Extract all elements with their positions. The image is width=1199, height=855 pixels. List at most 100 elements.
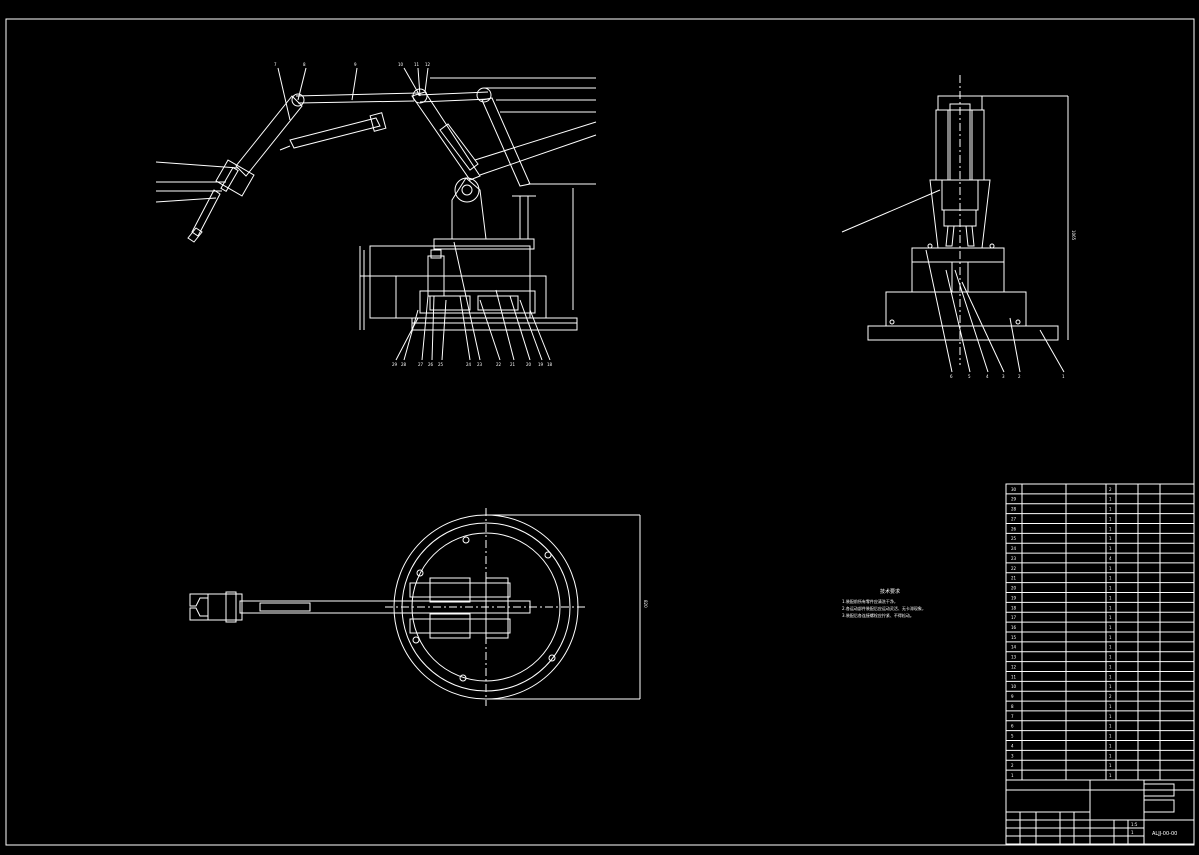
parts-list-item-qty: 1 <box>1109 734 1112 739</box>
parts-list-item-number: 19 <box>1011 595 1017 600</box>
balloon-29: 29 <box>392 362 398 367</box>
parts-list-item-qty: 1 <box>1109 773 1112 778</box>
parts-list-item-number: 28 <box>1011 507 1017 512</box>
parts-list-item-qty: 4 <box>1109 556 1112 561</box>
parts-list-item-number: 6 <box>1011 724 1014 729</box>
parts-list-item-qty: 1 <box>1109 763 1112 768</box>
balloon-4: 4 <box>986 374 989 379</box>
parts-list-item-number: 14 <box>1011 645 1017 650</box>
parts-list-item-qty: 1 <box>1109 566 1112 571</box>
balloon-20: 20 <box>526 362 532 367</box>
front-view: 1065 6 5 4 3 2 1 <box>841 75 1076 379</box>
parts-list-item-qty: 1 <box>1109 714 1112 719</box>
notes-line-3: 3.装配后各连接螺栓应拧紧、不得松动。 <box>842 612 914 618</box>
front-view-balloons: 6 5 4 3 2 1 <box>950 374 1065 379</box>
parts-list-item-qty: 1 <box>1109 704 1112 709</box>
parts-list-item-number: 9 <box>1011 694 1014 699</box>
parts-list-item-qty: 1 <box>1109 615 1112 620</box>
title-block: ALJJ-00-00 1:5 1 <box>1005 779 1195 845</box>
parts-list-item-number: 4 <box>1011 743 1014 748</box>
parts-list-item-qty: 1 <box>1109 684 1112 689</box>
balloon-27: 27 <box>418 362 424 367</box>
parts-list-item-number: 2 <box>1011 763 1014 768</box>
parts-list-item-qty: 1 <box>1109 674 1112 679</box>
parts-list-item-qty: 1 <box>1109 753 1112 758</box>
balloon-10: 10 <box>398 62 404 67</box>
parts-list-item-qty: 1 <box>1109 635 1112 640</box>
parts-list-item-qty: 1 <box>1109 625 1112 630</box>
side-view: 7 8 9 10 11 12 29 28 27 26 25 24 23 22 2… <box>155 62 597 367</box>
parts-list-item-number: 18 <box>1011 605 1017 610</box>
parts-list-item-number: 21 <box>1011 576 1017 581</box>
plan-view-dimension: 820 <box>643 600 648 608</box>
balloon-2: 2 <box>1018 374 1021 379</box>
parts-list-item-number: 8 <box>1011 704 1014 709</box>
parts-list-item-qty: 1 <box>1109 664 1112 669</box>
parts-list-item-qty: 1 <box>1109 724 1112 729</box>
balloon-3: 3 <box>1002 374 1005 379</box>
drawing-number: ALJJ-00-00 <box>1152 831 1177 837</box>
sheet-number: 1 <box>1131 830 1134 835</box>
balloon-6: 6 <box>950 374 953 379</box>
parts-list-item-number: 26 <box>1011 526 1017 531</box>
side-view-bottom-leaders <box>395 241 551 361</box>
balloon-19: 19 <box>538 362 544 367</box>
drawing-frame <box>5 18 1195 846</box>
parts-list-item-qty: 1 <box>1109 655 1112 660</box>
balloon-1: 1 <box>1062 374 1065 379</box>
notes-heading: 技术要求 <box>880 588 900 595</box>
drawing-scale: 1:5 <box>1131 822 1138 827</box>
plan-view: 820 <box>189 508 648 706</box>
parts-list-item-qty: 1 <box>1109 497 1112 502</box>
parts-list-item-qty: 1 <box>1109 743 1112 748</box>
balloon-22: 22 <box>496 362 502 367</box>
balloon-23: 23 <box>477 362 483 367</box>
parts-list-item-number: 11 <box>1011 674 1017 679</box>
parts-list-item-number: 5 <box>1011 734 1014 739</box>
balloon-18: 18 <box>547 362 553 367</box>
parts-list-item-qty: 1 <box>1109 546 1112 551</box>
parts-list-item-number: 29 <box>1011 497 1017 502</box>
parts-list-item-number: 15 <box>1011 635 1017 640</box>
parts-list-item-number: 1 <box>1011 773 1014 778</box>
technical-notes: 技术要求 1.装配前所有零件应清洗干净， 2.各运动部件装配后应运动灵活、无卡滞… <box>842 588 926 618</box>
notes-line-1: 1.装配前所有零件应清洗干净， <box>842 598 898 604</box>
balloon-8: 8 <box>303 62 306 67</box>
parts-list-item-number: 12 <box>1011 664 1017 669</box>
parts-list-item-number: 10 <box>1011 684 1017 689</box>
balloon-5: 5 <box>968 374 971 379</box>
balloon-21: 21 <box>510 362 516 367</box>
parts-list-item-qty: 1 <box>1109 595 1112 600</box>
parts-list-item-qty: 1 <box>1109 507 1112 512</box>
balloon-26: 26 <box>428 362 434 367</box>
side-view-balloons-bottom: 29 28 27 26 25 24 23 22 21 20 19 18 <box>392 362 553 367</box>
parts-list-item-qty: 2 <box>1109 694 1112 699</box>
parts-list-item-qty: 2 <box>1109 487 1112 492</box>
parts-list-item-qty: 1 <box>1109 536 1112 541</box>
parts-list-item-number: 30 <box>1011 487 1017 492</box>
front-view-dimension: 1065 <box>1071 230 1076 241</box>
parts-list-item-qty: 1 <box>1109 516 1112 521</box>
parts-list-item-qty: 1 <box>1109 645 1112 650</box>
balloon-7: 7 <box>274 62 277 67</box>
parts-list-item-number: 24 <box>1011 546 1017 551</box>
balloon-25: 25 <box>438 362 444 367</box>
balloon-9: 9 <box>354 62 357 67</box>
parts-list-item-qty: 1 <box>1109 576 1112 581</box>
parts-list-item-number: 16 <box>1011 625 1017 630</box>
parts-list-item-number: 7 <box>1011 714 1014 719</box>
parts-list-item-number: 20 <box>1011 586 1017 591</box>
parts-list-item-number: 27 <box>1011 516 1017 521</box>
parts-list-item-qty: 1 <box>1109 586 1112 591</box>
side-view-leaders <box>155 67 597 330</box>
side-view-balloons-top: 7 8 9 10 11 12 <box>274 62 431 67</box>
parts-list-item-qty: 1 <box>1109 526 1112 531</box>
parts-list-item-number: 25 <box>1011 536 1017 541</box>
parts-list-item-number: 13 <box>1011 655 1017 660</box>
parts-list-item-number: 23 <box>1011 556 1017 561</box>
balloon-12: 12 <box>425 62 431 67</box>
balloon-28: 28 <box>401 362 407 367</box>
parts-list-item-qty: 1 <box>1109 605 1112 610</box>
parts-list-item-number: 17 <box>1011 615 1017 620</box>
